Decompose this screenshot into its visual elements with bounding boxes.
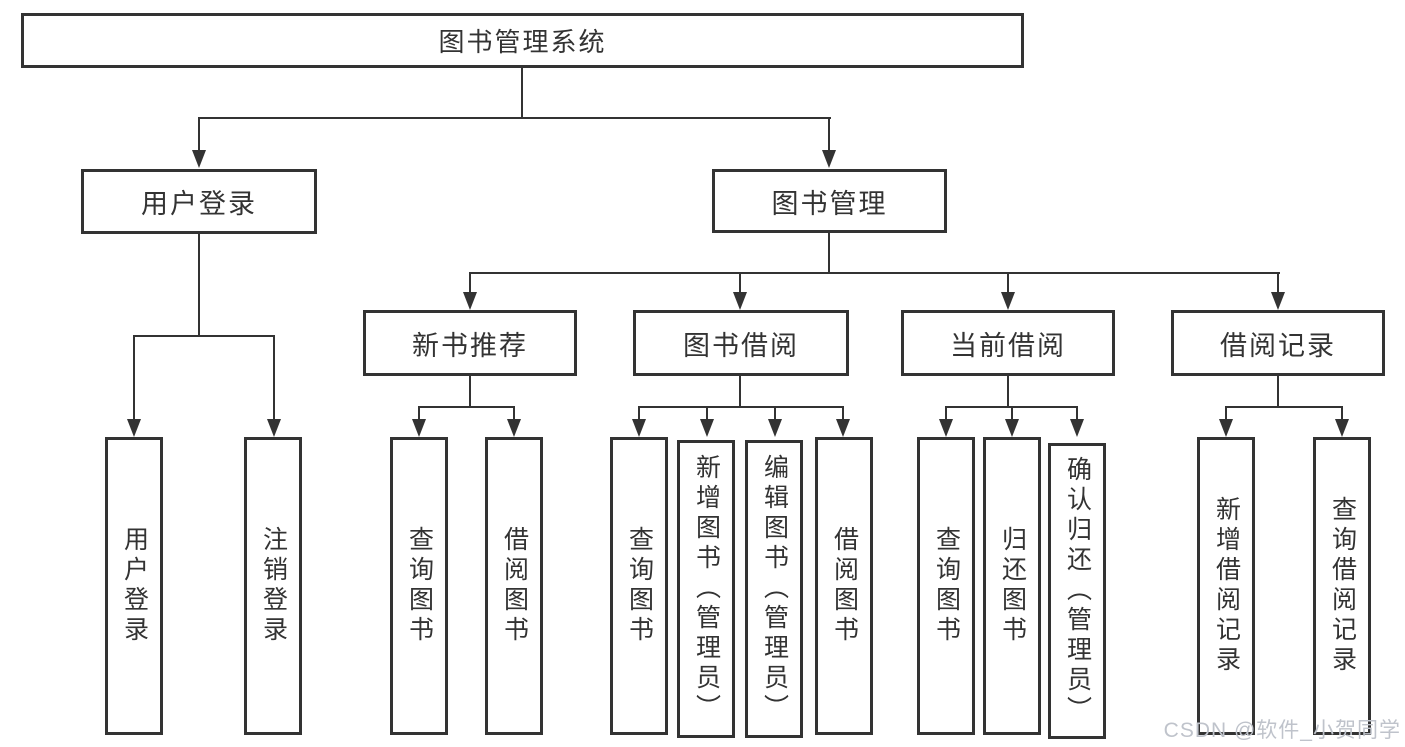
connector-level2-horizontal bbox=[198, 117, 831, 119]
leaf-nb-borrow-books-label: 借阅图书 bbox=[500, 526, 529, 646]
arrowhead-g2-c3 bbox=[768, 419, 782, 437]
leaf-br-add-record-label: 新增借阅记录 bbox=[1212, 496, 1241, 676]
leaf-bb-borrow-books-label: 借阅图书 bbox=[830, 526, 859, 646]
arrowhead-mgmt bbox=[822, 150, 836, 168]
node-book-borrow: 图书借阅 bbox=[633, 310, 849, 376]
leaf-cb-return-books-label: 归还图书 bbox=[998, 526, 1027, 646]
connector-g2-c4-shaft bbox=[842, 406, 844, 419]
leaf-cb-confirm-return-label: 确认归还（管理员） bbox=[1063, 456, 1092, 726]
node-root-label: 图书管理系统 bbox=[438, 27, 607, 57]
arrowhead-g1-c1 bbox=[412, 419, 426, 437]
leaf-bb-add-books: 新增图书（管理员） bbox=[677, 440, 735, 738]
node-book-mgmt: 图书管理 bbox=[712, 169, 947, 233]
leaf-nb-query-books: 查询图书 bbox=[390, 437, 448, 735]
arrowhead-group4 bbox=[1271, 292, 1285, 310]
arrowhead-group1 bbox=[463, 292, 477, 310]
connector-g1-c2-shaft bbox=[513, 406, 515, 419]
node-new-books: 新书推荐 bbox=[363, 310, 577, 376]
connector-level3-horizontal bbox=[469, 272, 1280, 274]
leaf-cb-query-books: 查询图书 bbox=[917, 437, 975, 735]
leaf-bb-edit-books-label: 编辑图书（管理员） bbox=[760, 454, 789, 724]
leaf-nb-query-books-label: 查询图书 bbox=[405, 526, 434, 646]
connector-g4-c2-shaft bbox=[1341, 406, 1343, 419]
arrowhead-g4-c2 bbox=[1335, 419, 1349, 437]
connector-user-child1-shaft bbox=[133, 335, 135, 419]
arrowhead-g3-c3 bbox=[1070, 419, 1084, 437]
connector-g4-trunk bbox=[1277, 374, 1279, 406]
connector-group4-shaft bbox=[1277, 272, 1279, 292]
node-book-mgmt-label: 图书管理 bbox=[771, 188, 888, 219]
arrowhead-group2 bbox=[733, 292, 747, 310]
connector-g3-c1-shaft bbox=[945, 406, 947, 419]
leaf-bb-edit-books: 编辑图书（管理员） bbox=[745, 440, 803, 738]
arrowhead-g3-c1 bbox=[939, 419, 953, 437]
leaf-cb-return-books: 归还图书 bbox=[983, 437, 1041, 735]
connector-g3-c3-shaft bbox=[1076, 406, 1078, 419]
connector-g4-c1-shaft bbox=[1225, 406, 1227, 419]
csdn-watermark: CSDN @软件_小贺同学 bbox=[1163, 719, 1401, 742]
arrowhead-g1-c2 bbox=[507, 419, 521, 437]
connector-g4-horizontal bbox=[1225, 406, 1343, 408]
connector-g2-horizontal bbox=[638, 406, 844, 408]
node-book-borrow-label: 图书借阅 bbox=[683, 330, 799, 361]
leaf-cb-confirm-return: 确认归还（管理员） bbox=[1048, 443, 1106, 739]
node-current-borrow: 当前借阅 bbox=[901, 310, 1115, 376]
leaf-nb-borrow-books: 借阅图书 bbox=[485, 437, 543, 735]
leaf-logout: 注销登录 bbox=[244, 437, 302, 735]
arrowhead-g4-c1 bbox=[1219, 419, 1233, 437]
leaf-logout-label: 注销登录 bbox=[259, 526, 288, 646]
connector-g1-c1-shaft bbox=[418, 406, 420, 419]
connector-g2-c1-shaft bbox=[638, 406, 640, 419]
connector-group3-shaft bbox=[1007, 272, 1009, 292]
leaf-br-add-record: 新增借阅记录 bbox=[1197, 437, 1255, 735]
connector-mgmt-shaft bbox=[828, 117, 830, 150]
connector-user-horizontal bbox=[133, 335, 275, 337]
connector-g2-c2-shaft bbox=[706, 406, 708, 419]
leaf-user-login: 用户登录 bbox=[105, 437, 163, 735]
arrowhead-g2-c4 bbox=[836, 419, 850, 437]
arrowhead-user bbox=[192, 150, 206, 168]
connector-g3-c2-shaft bbox=[1011, 406, 1013, 419]
node-user-login: 用户登录 bbox=[81, 169, 317, 234]
node-borrow-records: 借阅记录 bbox=[1171, 310, 1385, 376]
connector-g1-horizontal bbox=[418, 406, 515, 408]
leaf-br-query-record: 查询借阅记录 bbox=[1313, 437, 1371, 735]
connector-g3-trunk bbox=[1007, 374, 1009, 408]
arrowhead-g2-c2 bbox=[700, 419, 714, 437]
connector-user-trunk bbox=[198, 233, 200, 337]
leaf-cb-query-books-label: 查询图书 bbox=[932, 526, 961, 646]
node-current-borrow-label: 当前借阅 bbox=[950, 330, 1066, 361]
node-root: 图书管理系统 bbox=[21, 13, 1024, 68]
arrowhead-group3 bbox=[1001, 292, 1015, 310]
connector-root-trunk bbox=[521, 68, 523, 119]
node-new-books-label: 新书推荐 bbox=[412, 330, 528, 361]
connector-group2-shaft bbox=[739, 272, 741, 292]
leaf-user-login-label: 用户登录 bbox=[120, 526, 149, 646]
leaf-bb-borrow-books: 借阅图书 bbox=[815, 437, 873, 735]
leaf-br-query-record-label: 查询借阅记录 bbox=[1328, 496, 1357, 676]
connector-g2-trunk bbox=[739, 374, 741, 408]
arrowhead-user-child2 bbox=[267, 419, 281, 437]
connector-user-child2-shaft bbox=[273, 335, 275, 419]
node-user-login-label: 用户登录 bbox=[141, 189, 257, 219]
connector-mgmt-trunk bbox=[828, 232, 830, 274]
node-borrow-records-label: 借阅记录 bbox=[1220, 330, 1336, 361]
arrowhead-user-child1 bbox=[127, 419, 141, 437]
arrowhead-g3-c2 bbox=[1005, 419, 1019, 437]
connector-group1-shaft bbox=[469, 272, 471, 292]
connector-g2-c3-shaft bbox=[774, 406, 776, 419]
connector-user-shaft bbox=[198, 117, 200, 150]
leaf-bb-query-books-label: 查询图书 bbox=[625, 526, 654, 646]
arrowhead-g2-c1 bbox=[632, 419, 646, 437]
leaf-bb-add-books-label: 新增图书（管理员） bbox=[692, 454, 721, 724]
leaf-bb-query-books: 查询图书 bbox=[610, 437, 668, 735]
connector-g1-trunk bbox=[469, 374, 471, 408]
